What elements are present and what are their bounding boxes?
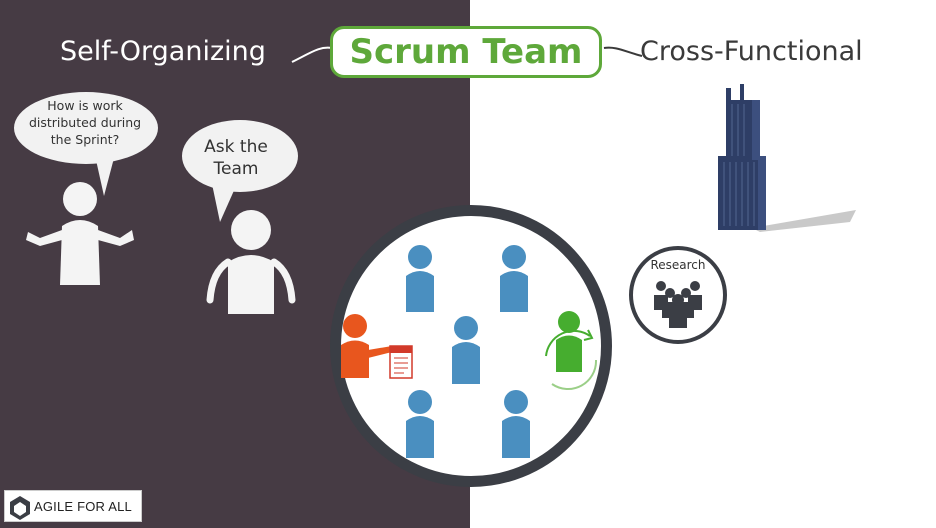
scrum-team-title: Scrum Team (330, 26, 602, 78)
person-icon (500, 245, 528, 312)
logo-text: AGILE FOR ALL (34, 499, 132, 514)
person-icon (341, 314, 392, 378)
document-icon (389, 345, 413, 379)
agile-for-all-logo-icon (10, 496, 30, 520)
connector-right (603, 46, 643, 57)
self-organizing-label: Self-Organizing (60, 36, 266, 67)
connector-left (291, 46, 333, 63)
cross-functional-label: Cross-Functional (640, 36, 863, 67)
speech-bubble-icon (14, 92, 158, 196)
person-icon (206, 210, 296, 314)
person-icon (556, 311, 582, 372)
building-icon (718, 84, 856, 232)
answer-bubble-text: Ask the Team (204, 137, 268, 179)
question-bubble-text: How is work distributed during the Sprin… (28, 98, 142, 147)
speech-bubble-icon (182, 120, 298, 222)
person-icon (406, 390, 434, 458)
person-icon (502, 390, 530, 458)
research-label: Research (650, 258, 706, 272)
research-group-icon (654, 281, 702, 328)
person-icon (26, 182, 134, 285)
person-icon (452, 316, 480, 384)
person-icon (406, 245, 434, 312)
cycle-arrows-icon (545, 329, 598, 391)
